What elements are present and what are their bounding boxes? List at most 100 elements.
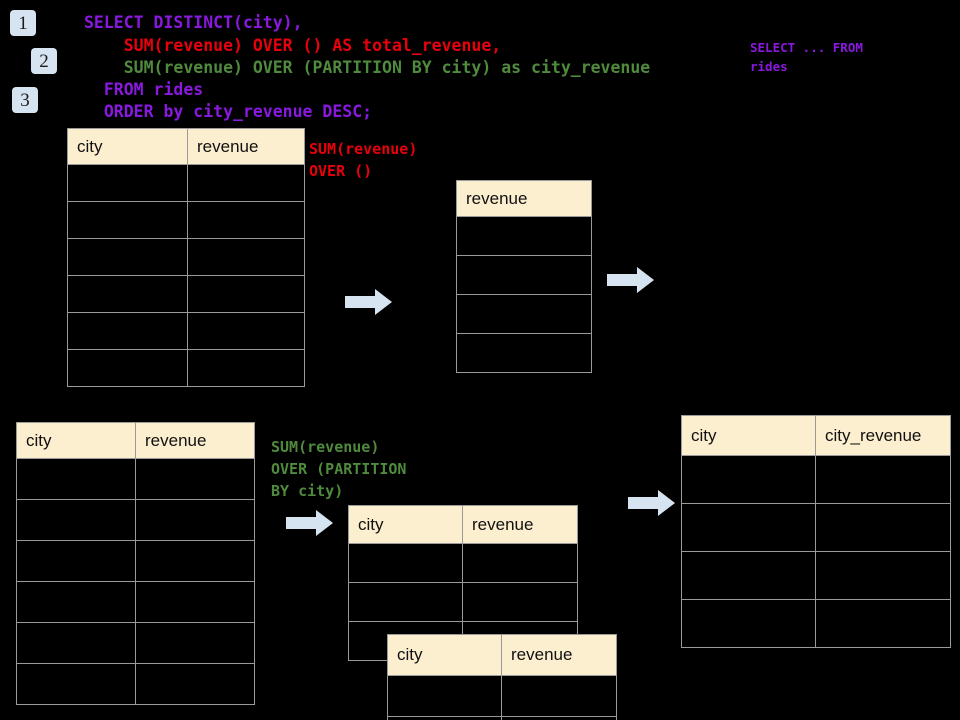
- table-cell-revenue: [187, 349, 305, 387]
- table-cell-city: [681, 455, 816, 504]
- table-cell-city_revenue: [815, 455, 951, 504]
- sql-line-order-by: ORDER by city_revenue DESC;: [84, 102, 373, 121]
- column-header-city: city: [681, 415, 816, 456]
- table-cell-city_revenue: [815, 551, 951, 600]
- table-cell-revenue: [187, 275, 305, 313]
- table-cell-city: [348, 543, 463, 583]
- sql-line-total-revenue: SUM(revenue) OVER () AS total_revenue,: [84, 36, 502, 55]
- annotation-sum-over-partition: SUM(revenue) OVER (PARTITION BY city): [271, 438, 407, 500]
- table-cell-city: [387, 716, 502, 720]
- table-cell-revenue: [501, 716, 617, 720]
- table-row: [67, 238, 305, 276]
- table-header-row: revenue: [456, 180, 592, 217]
- table-row: [67, 312, 305, 350]
- table-row: [681, 599, 951, 648]
- table-row: [16, 622, 255, 664]
- table-cell-city: [16, 663, 136, 705]
- column-header-revenue: revenue: [501, 634, 617, 676]
- arrow-total-to-output-icon: [607, 267, 654, 293]
- table-cell-revenue: [187, 164, 305, 202]
- table-row: [348, 582, 578, 622]
- arrow-rides-to-partition-icon: [286, 510, 333, 536]
- table-cell-city: [16, 458, 136, 500]
- table-row: [16, 458, 255, 500]
- table-row: [16, 581, 255, 623]
- side-note-select-from-rides: SELECT ... FROM rides: [750, 40, 863, 74]
- column-header-city: city: [16, 422, 136, 459]
- table-row: [67, 275, 305, 313]
- table-cell-city: [348, 582, 463, 622]
- table-cell-revenue: [456, 255, 592, 295]
- sql-line-from-rides: FROM rides: [84, 80, 204, 99]
- table-row: [67, 164, 305, 202]
- table-cell-city: [387, 675, 502, 717]
- annotation-sum-over-empty: SUM(revenue) OVER (): [309, 140, 418, 180]
- column-header-city: city: [67, 128, 188, 165]
- table-cell-revenue: [187, 312, 305, 350]
- column-header-city: city: [387, 634, 502, 676]
- table-row: [67, 201, 305, 239]
- column-header-city_revenue: city_revenue: [815, 415, 951, 456]
- table-row: [456, 333, 592, 373]
- table-cell-city: [16, 581, 136, 623]
- table-row: [681, 455, 951, 504]
- table-row: [456, 216, 592, 256]
- table-cell-revenue: [135, 458, 255, 500]
- step-badge-3: 3: [12, 87, 38, 113]
- table-cell-city: [16, 499, 136, 541]
- table-cell-revenue: [135, 663, 255, 705]
- table-cell-city_revenue: [815, 503, 951, 552]
- table-cell-revenue: [187, 201, 305, 239]
- table-row: [16, 540, 255, 582]
- table-cell-revenue: [135, 499, 255, 541]
- table-row: [67, 349, 305, 387]
- step-badge-1: 1: [10, 10, 36, 36]
- table-cell-city: [67, 349, 188, 387]
- table-cell-city_revenue: [815, 599, 951, 648]
- table-cell-city: [16, 540, 136, 582]
- table-row: [16, 663, 255, 705]
- column-header-revenue: revenue: [462, 505, 578, 544]
- table-cell-city: [67, 238, 188, 276]
- arrow-partition-to-output-icon: [628, 490, 675, 516]
- table-cell-city: [16, 622, 136, 664]
- arrow-rides-to-total-icon: [345, 289, 392, 315]
- table-row: [456, 255, 592, 295]
- table-row: [456, 294, 592, 334]
- total-revenue-table: revenue: [456, 180, 592, 373]
- table-cell-city: [67, 312, 188, 350]
- table-cell-city: [681, 599, 816, 648]
- table-cell-city: [681, 503, 816, 552]
- table-cell-revenue: [135, 622, 255, 664]
- column-header-revenue: revenue: [187, 128, 305, 165]
- table-cell-revenue: [456, 294, 592, 334]
- table-cell-city: [67, 164, 188, 202]
- table-cell-revenue: [462, 543, 578, 583]
- table-cell-revenue: [462, 582, 578, 622]
- sql-line-city-revenue: SUM(revenue) OVER (PARTITION BY city) as…: [84, 58, 651, 77]
- table-cell-revenue: [501, 675, 617, 717]
- sql-line-select-distinct: SELECT DISTINCT(city),: [84, 13, 303, 32]
- table-cell-revenue: [456, 333, 592, 373]
- table-cell-revenue: [187, 238, 305, 276]
- table-row: [681, 551, 951, 600]
- table-cell-revenue: [135, 540, 255, 582]
- step-badge-2: 2: [31, 48, 57, 74]
- table-row: [348, 543, 578, 583]
- table-cell-revenue: [135, 581, 255, 623]
- table-row: [681, 503, 951, 552]
- table-cell-city: [681, 551, 816, 600]
- column-header-revenue: revenue: [456, 180, 592, 217]
- table-cell-city: [67, 275, 188, 313]
- column-header-revenue: revenue: [135, 422, 255, 459]
- table-cell-revenue: [456, 216, 592, 256]
- table-cell-city: [67, 201, 188, 239]
